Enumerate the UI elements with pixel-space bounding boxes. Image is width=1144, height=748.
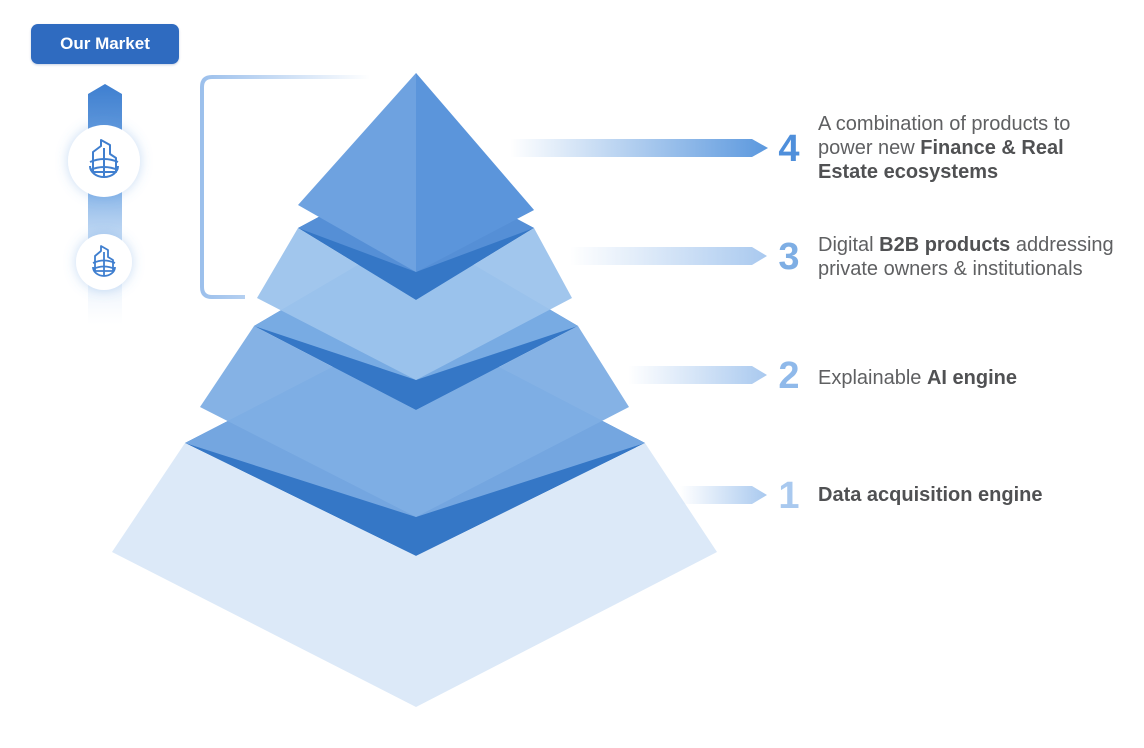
arrow-level-2 bbox=[628, 366, 767, 384]
level-number-4: 4 bbox=[778, 128, 799, 170]
level-number-1: 1 bbox=[778, 475, 799, 517]
level-2-text-part: Explainable bbox=[818, 367, 927, 389]
level-3-text-bold: B2B products bbox=[879, 234, 1010, 256]
level-1-text-bold: Data acquisition engine bbox=[818, 484, 1042, 506]
level-3-label: Digital B2B products addressing private … bbox=[818, 233, 1118, 281]
building-globe-icon bbox=[76, 234, 132, 290]
arrow-level-1 bbox=[680, 486, 767, 504]
level-2-label: Explainable AI engine bbox=[818, 366, 1118, 390]
building-globe-icon bbox=[68, 125, 140, 197]
level-number-3: 3 bbox=[778, 236, 799, 278]
level-number-2: 2 bbox=[778, 355, 799, 397]
level-1-label: Data acquisition engine bbox=[818, 483, 1118, 507]
level-4-label: A combination of products to power new F… bbox=[818, 112, 1128, 184]
arrow-level-4 bbox=[510, 139, 768, 157]
level-3-text-part: Digital bbox=[818, 234, 879, 256]
arrow-level-3 bbox=[570, 247, 767, 265]
level-2-text-bold: AI engine bbox=[927, 367, 1017, 389]
